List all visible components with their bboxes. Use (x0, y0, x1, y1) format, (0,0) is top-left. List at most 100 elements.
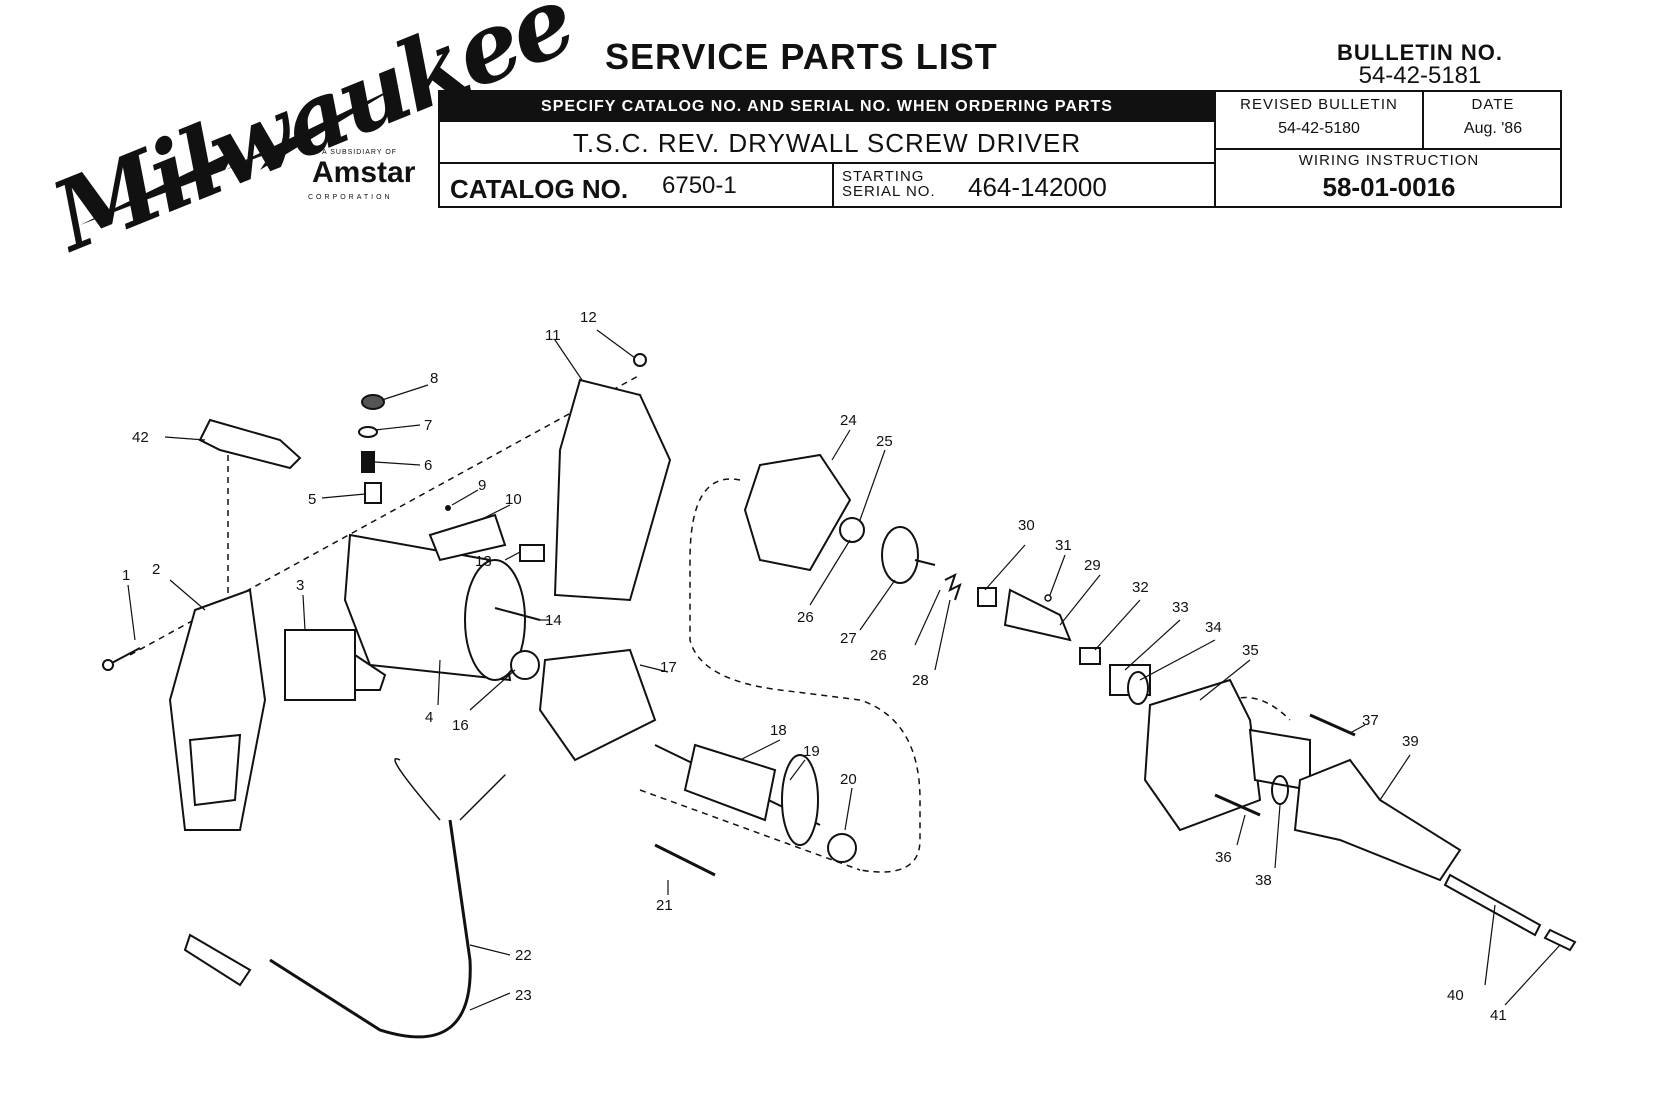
callout-6: 6 (424, 457, 432, 474)
revised-bulletin-number: 54-42-5180 (1278, 120, 1360, 137)
catalog-label: CATALOG NO. (450, 174, 629, 204)
product-name: T.S.C. REV. DRYWALL SCREW DRIVER (572, 128, 1082, 158)
part-39-nose-cone (1293, 758, 1462, 882)
callout-8: 8 (430, 370, 438, 387)
callout-12: 12 (580, 309, 597, 326)
part-35-gear-case (1143, 678, 1311, 832)
part-25-bearing (839, 517, 865, 543)
callout-28: 28 (912, 672, 929, 689)
part-9-screw (445, 505, 451, 511)
callout-17: 17 (660, 659, 677, 676)
serial-label-line2: SERIAL NO. (842, 183, 936, 200)
part-18-armature (654, 743, 821, 846)
callout-leaders (127, 329, 1561, 1011)
callout-5: 5 (308, 491, 316, 508)
part-30-spindle (977, 587, 1072, 642)
part-2-handle (168, 588, 267, 831)
callout-26b: 26 (870, 647, 887, 664)
callout-30: 30 (1018, 517, 1035, 534)
part-16-bearing (510, 650, 540, 680)
part-20-bearing (827, 833, 857, 863)
part-12-nut (633, 353, 647, 367)
part-22-23-cord (183, 758, 506, 1039)
part-36-screw (1214, 793, 1261, 817)
callout-10: 10 (505, 491, 522, 508)
part-11-rear-housing (553, 378, 672, 602)
milwaukee-logo: Milwaukee (38, 0, 587, 273)
callout-9: 9 (478, 477, 486, 494)
callout-4: 4 (425, 709, 433, 726)
instruction-text: SPECIFY CATALOG NO. AND SERIAL NO. WHEN … (541, 98, 1113, 115)
part-17-field (538, 648, 657, 762)
callout-32: 32 (1132, 579, 1149, 596)
part-24-gear-plate (743, 453, 852, 572)
callout-33: 33 (1172, 599, 1189, 616)
callout-24: 24 (840, 412, 857, 429)
date-value: Aug. '86 (1463, 120, 1523, 137)
part-31-ball (1044, 594, 1052, 602)
part-4-housing (343, 533, 526, 682)
callout-1: 1 (122, 567, 130, 584)
callout-16: 16 (452, 717, 469, 734)
callout-25: 25 (876, 433, 893, 450)
callout-18: 18 (770, 722, 787, 739)
part-13-terminal (519, 544, 545, 562)
date-label: DATE (1471, 96, 1515, 113)
callout-36: 36 (1215, 849, 1232, 866)
part-5-8-brush-assembly (358, 394, 385, 504)
serial-label-line1: STARTING (842, 168, 925, 185)
callout-35: 35 (1242, 642, 1259, 659)
callout-19: 19 (803, 743, 820, 760)
divider (440, 162, 1214, 164)
part-14-wire (494, 607, 541, 621)
part-32-34-clutch (1079, 647, 1151, 705)
callout-11: 11 (545, 327, 561, 344)
callout-41: 41 (1490, 1007, 1507, 1024)
callout-42: 42 (132, 429, 149, 446)
callout-labels: 1 2 3 4 5 6 7 8 9 10 11 12 13 14 16 17 1… (122, 309, 1507, 1024)
part-27-gear (881, 526, 936, 584)
page-title: SERVICE PARTS LIST (605, 36, 998, 77)
callout-40: 40 (1447, 987, 1464, 1004)
part-42-clip (198, 418, 302, 470)
header-table: SPECIFY CATALOG NO. AND SERIAL NO. WHEN … (438, 90, 1562, 208)
divider (1214, 148, 1562, 150)
callout-26: 26 (797, 609, 814, 626)
alignment-line (129, 374, 641, 656)
callout-21: 21 (656, 897, 673, 914)
callout-23: 23 (515, 987, 532, 1004)
logo-lightning-icon (80, 85, 400, 225)
callout-39: 39 (1402, 733, 1419, 750)
callout-37: 37 (1362, 712, 1379, 729)
serial-number: 464-142000 (968, 172, 1107, 202)
divider (1422, 92, 1424, 148)
callout-22: 22 (515, 947, 532, 964)
part-10-cover (428, 513, 507, 562)
callout-3: 3 (296, 577, 304, 594)
bulletin-label: BULLETIN NO. (1337, 40, 1503, 65)
wiring-instruction-label: WIRING INSTRUCTION (1298, 152, 1480, 169)
callout-14: 14 (545, 612, 562, 629)
alignment-line (689, 478, 921, 873)
part-37-screw (1309, 713, 1356, 737)
part-38-ring (1271, 775, 1289, 805)
callout-31: 31 (1055, 537, 1072, 554)
part-1-screw (102, 647, 141, 671)
part-40-41-bit (1443, 873, 1577, 952)
callout-2: 2 (152, 561, 160, 578)
part-28-spring (944, 573, 962, 601)
callout-34: 34 (1205, 619, 1222, 636)
callout-29: 29 (1084, 557, 1101, 574)
revised-bulletin-label: REVISED BULLETIN (1240, 96, 1398, 113)
bulletin-number: 54-42-5181 (1358, 62, 1482, 89)
wiring-instruction-number: 58-01-0016 (1322, 172, 1456, 202)
catalog-number: 6750-1 (662, 172, 737, 199)
part-3-switch (284, 629, 387, 701)
logo-subsidiary-text: A SUBSIDIARY OF (322, 149, 398, 156)
divider (832, 162, 834, 206)
logo-corporation-text: CORPORATION (308, 194, 393, 201)
callout-20: 20 (840, 771, 857, 788)
callout-38: 38 (1255, 872, 1272, 889)
instruction-bar: SPECIFY CATALOG NO. AND SERIAL NO. WHEN … (440, 92, 1214, 122)
